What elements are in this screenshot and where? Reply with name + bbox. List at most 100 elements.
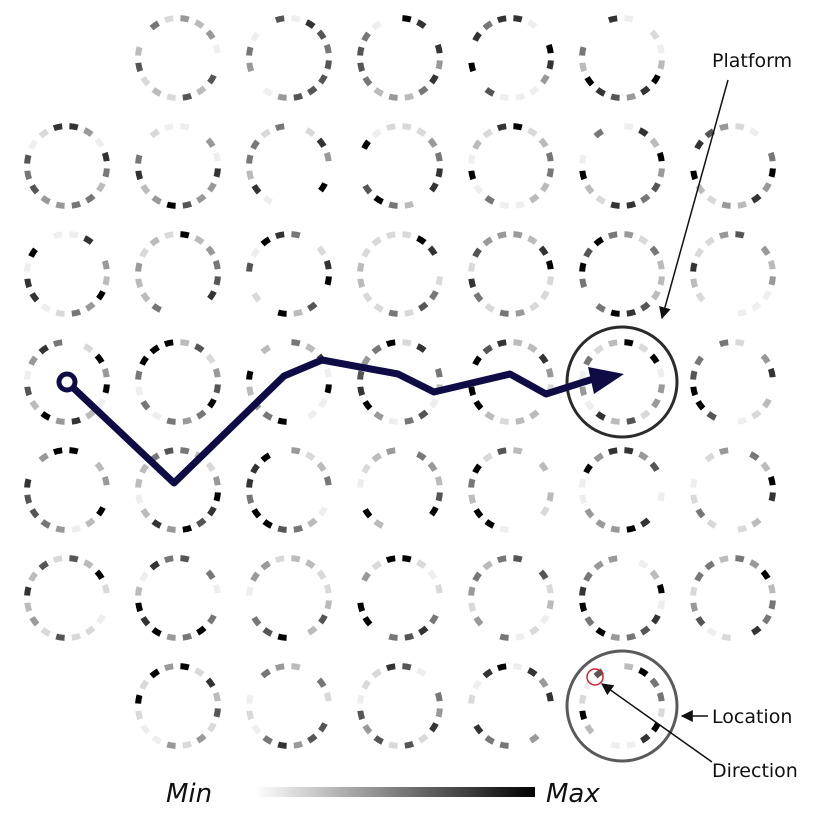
ring-segment: [277, 741, 287, 749]
ring-segment: [135, 370, 143, 380]
ring-segment: [260, 128, 271, 139]
ring-segment: [546, 600, 554, 610]
ring-cell: [24, 231, 110, 317]
ring-segment: [180, 447, 190, 455]
ring-cell: [468, 555, 554, 641]
ring-segment: [29, 616, 40, 627]
ring-segment: [323, 475, 332, 486]
ring-segment: [373, 303, 384, 313]
ring-segment: [52, 231, 63, 240]
ring-segment: [695, 616, 706, 627]
ring-segment: [434, 475, 443, 486]
ring-segment: [496, 15, 507, 24]
ring-segment: [427, 569, 438, 580]
ring-segment: [624, 339, 634, 347]
ring-segment: [307, 733, 318, 744]
ring-segment: [595, 87, 606, 97]
ring-segment: [140, 724, 151, 735]
ring-segment: [767, 151, 776, 162]
ring-segment: [427, 461, 438, 472]
ring-segment: [294, 204, 302, 206]
ring-segment: [651, 722, 661, 733]
ring-segment: [583, 463, 593, 474]
ring-segment: [260, 344, 271, 355]
ring-segment: [586, 141, 591, 148]
ring-segment: [41, 239, 48, 244]
ring-segment: [151, 87, 162, 97]
ring-segment: [472, 139, 482, 150]
ring-segment: [251, 616, 262, 627]
ring-segment: [149, 20, 160, 31]
ring-segment: [246, 478, 254, 488]
ring-segment: [307, 625, 318, 636]
ring-segment: [499, 633, 509, 641]
ring-segment: [434, 151, 443, 162]
ring-segment: [305, 451, 316, 461]
ring-segment: [471, 711, 473, 719]
ring-segment: [427, 245, 438, 256]
ring-cell: [468, 663, 554, 749]
ring-segment: [434, 583, 443, 594]
ring-segment: [183, 312, 191, 314]
ring-segment: [362, 616, 373, 627]
ring-segment: [751, 193, 762, 204]
ring-segment: [305, 559, 316, 569]
ring-segment: [762, 614, 772, 625]
ring-segment: [402, 231, 412, 239]
ring-segment: [71, 416, 82, 425]
ring-segment: [515, 416, 526, 425]
ring-segment: [40, 627, 51, 637]
ring-segment: [540, 182, 550, 193]
ring-segment: [291, 447, 301, 455]
ring-segment: [513, 339, 523, 347]
ring-segment: [205, 461, 216, 472]
ring-segment: [735, 231, 745, 239]
ring-segment: [609, 666, 617, 668]
ring-segment: [546, 60, 554, 70]
ring-segment: [163, 555, 174, 564]
ring-segment: [718, 123, 729, 132]
ring-segment: [135, 386, 144, 397]
ring-segment: [207, 614, 217, 625]
ring-segment: [316, 137, 327, 148]
ring-segment: [24, 602, 33, 613]
ring-segment: [24, 478, 32, 488]
ring-segment: [649, 137, 660, 148]
ring-segment: [96, 398, 106, 409]
ring-segment: [135, 170, 144, 181]
ring-segment: [389, 529, 397, 530]
ring-segment: [690, 278, 699, 289]
ring-segment: [499, 93, 509, 101]
ring-segment: [404, 632, 415, 641]
ring-segment: [388, 417, 398, 425]
ring-segment: [196, 517, 207, 528]
ring-segment: [264, 306, 271, 311]
ring-segment: [140, 616, 151, 627]
ring-segment: [373, 411, 384, 421]
ring-segment: [357, 46, 365, 56]
ring-segment: [135, 586, 143, 596]
ring-segment: [246, 170, 255, 181]
ring-segment: [690, 586, 698, 596]
ring-segment: [38, 344, 49, 355]
ring-segment: [550, 708, 551, 716]
direction-label: Direction: [712, 760, 798, 782]
ring-segment: [24, 494, 33, 505]
ring-segment: [656, 259, 665, 270]
ring-segment: [166, 201, 176, 209]
ring-segment: [640, 409, 651, 420]
ring-segment: [638, 559, 649, 569]
ring-segment: [694, 247, 704, 258]
ring-segment: [277, 417, 287, 425]
ring-segment: [496, 231, 507, 240]
ring-segment: [402, 555, 412, 563]
ring-segment: [471, 47, 472, 55]
ring-segment: [83, 235, 94, 245]
ring-segment: [529, 193, 540, 204]
ring-segment: [328, 492, 329, 500]
ring-segment: [735, 555, 745, 563]
ring-segment: [307, 301, 318, 312]
platform-highlight-circle: [565, 325, 679, 439]
ring-segment: [593, 344, 604, 355]
ring-segment: [140, 76, 151, 87]
